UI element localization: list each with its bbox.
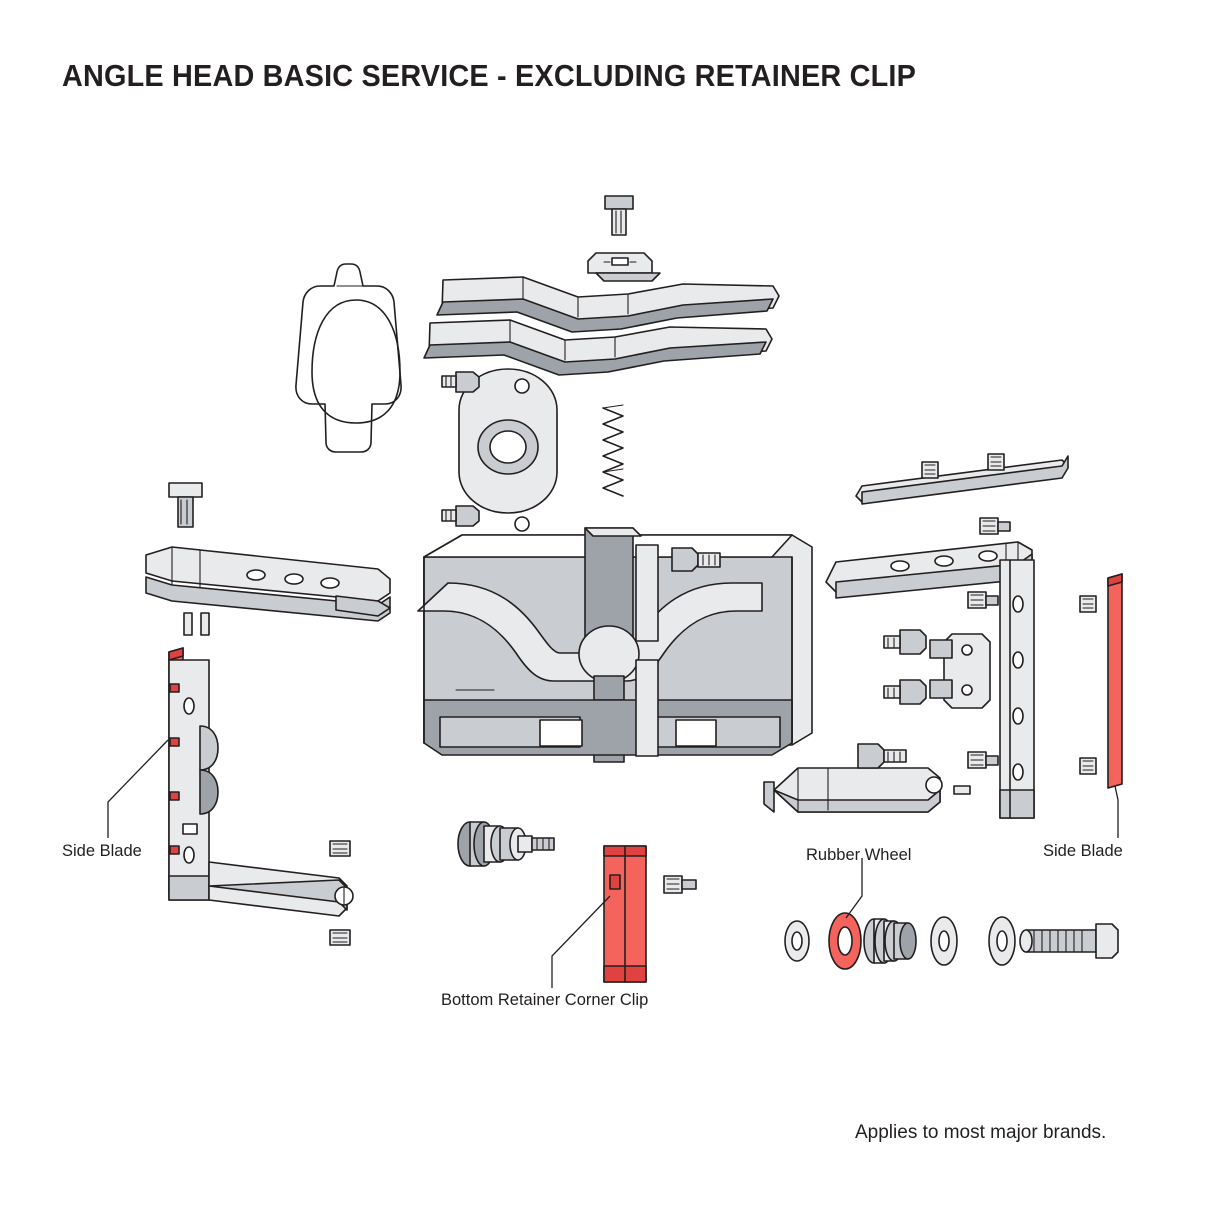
part-bearing-stack xyxy=(457,821,555,867)
leader-side-blade-right xyxy=(1114,785,1119,838)
part-left-bracket xyxy=(168,659,354,917)
part-left-rail xyxy=(145,546,391,622)
callout-label-side-blade-right: Side Blade xyxy=(1043,842,1123,860)
part-left-pins xyxy=(183,612,210,636)
leader-rubber-wheel xyxy=(845,858,863,919)
part-upper-arm-2 xyxy=(423,319,773,376)
part-right-bolt-bottom xyxy=(1079,757,1097,775)
part-washer-2 xyxy=(930,916,958,966)
part-setscrew-left-1 xyxy=(329,840,351,857)
part-upper-arm-1 xyxy=(436,276,780,333)
callout-label-bottom-retainer-corner-clip: Bottom Retainer Corner Clip xyxy=(441,991,649,1009)
part-arm-bolt xyxy=(857,743,907,769)
part-right-screw-3 xyxy=(967,751,999,769)
part-side-blade-right xyxy=(1107,573,1123,789)
part-right-bolt-top xyxy=(1079,595,1097,613)
part-right-pad xyxy=(929,633,991,709)
part-left-bolt xyxy=(168,482,203,528)
part-washer-3 xyxy=(988,916,1016,966)
part-main-casting xyxy=(417,527,813,763)
part-right-bracket xyxy=(999,559,1035,819)
part-flange-bolt-upper xyxy=(441,371,480,393)
part-clip-bolt xyxy=(663,875,697,894)
part-right-pad-bolt-1 xyxy=(883,629,927,655)
part-cover-plate xyxy=(295,263,402,453)
part-saddle-plate xyxy=(587,252,661,282)
part-long-bolt xyxy=(1019,923,1119,959)
part-right-pad-bolt-2 xyxy=(883,679,927,705)
part-right-screw-1 xyxy=(979,517,1011,535)
part-casting-bolt xyxy=(671,547,721,572)
part-bottom-retainer-corner-clip xyxy=(603,845,647,983)
page-title: ANGLE HEAD BASIC SERVICE - EXCLUDING RET… xyxy=(62,58,916,93)
part-flange-bolt-lower xyxy=(441,505,480,527)
part-top-bolt xyxy=(604,195,634,236)
part-small-pin-right xyxy=(953,785,971,795)
part-right-screw-2 xyxy=(967,591,999,609)
part-lower-arm-right xyxy=(763,767,943,813)
part-right-top-rail xyxy=(855,453,1069,505)
leader-bottom-clip xyxy=(551,895,611,988)
footnote-text: Applies to most major brands. xyxy=(855,1122,1107,1143)
part-pivot-flange xyxy=(458,368,558,532)
part-washer-1 xyxy=(784,920,810,962)
part-bushing-stack xyxy=(863,918,917,964)
part-coil-spring xyxy=(602,404,624,497)
callout-label-side-blade-left: Side Blade xyxy=(62,842,142,860)
callout-label-rubber-wheel: Rubber Wheel xyxy=(806,846,912,864)
part-setscrew-left-2 xyxy=(329,929,351,946)
part-rubber-wheel xyxy=(828,912,862,970)
leader-side-blade-left xyxy=(107,739,169,838)
